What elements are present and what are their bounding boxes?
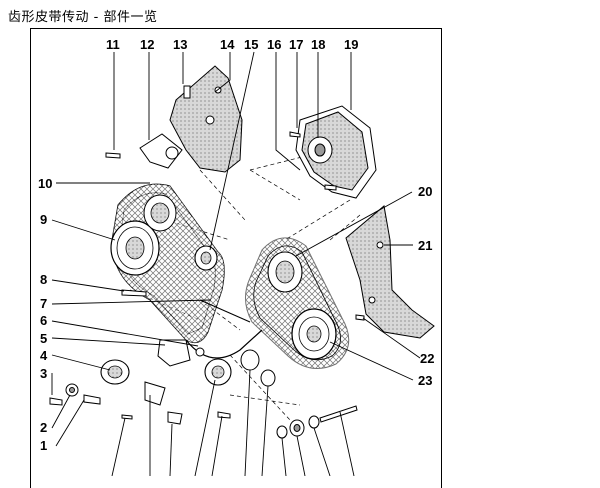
label-21: 21 bbox=[418, 238, 432, 253]
belt-tensioner bbox=[100, 339, 205, 406]
leader-lines bbox=[51, 51, 421, 476]
label-1: 1 bbox=[40, 438, 47, 453]
diagram-frame bbox=[30, 28, 442, 488]
label-12: 12 bbox=[140, 37, 154, 52]
water-pump bbox=[289, 105, 377, 199]
label-18: 18 bbox=[311, 37, 325, 52]
camshaft-pulley-right bbox=[267, 251, 337, 360]
label-22: 22 bbox=[420, 351, 434, 366]
engine-bracket bbox=[105, 65, 243, 173]
label-7: 7 bbox=[40, 296, 47, 311]
label-6: 6 bbox=[40, 313, 47, 328]
camshaft-pulley-left bbox=[110, 194, 177, 276]
idler-roller bbox=[194, 245, 218, 271]
label-10: 10 bbox=[38, 176, 52, 191]
crankshaft-sprocket bbox=[204, 349, 276, 387]
label-15: 15 bbox=[244, 37, 258, 52]
label-4: 4 bbox=[40, 348, 48, 363]
label-8: 8 bbox=[40, 272, 47, 287]
label-14: 14 bbox=[220, 37, 235, 52]
label-2: 2 bbox=[40, 420, 47, 435]
label-3: 3 bbox=[40, 366, 47, 381]
label-13: 13 bbox=[173, 37, 187, 52]
exploded-view-diagram: 11 12 13 14 15 16 17 18 19 10 20 9 21 8 … bbox=[38, 37, 435, 476]
bolts-left bbox=[49, 289, 231, 425]
label-5: 5 bbox=[40, 331, 47, 346]
label-20: 20 bbox=[418, 184, 432, 199]
label-11: 11 bbox=[106, 37, 120, 52]
part-labels: 11 12 13 14 15 16 17 18 19 10 20 9 21 8 … bbox=[38, 37, 434, 453]
page-title: 齿形皮带传动 - 部件一览 bbox=[8, 10, 158, 25]
label-16: 16 bbox=[267, 37, 281, 52]
label-9: 9 bbox=[40, 212, 47, 227]
label-19: 19 bbox=[344, 37, 358, 52]
label-23: 23 bbox=[418, 373, 432, 388]
label-17: 17 bbox=[289, 37, 303, 52]
timing-belt-cover bbox=[345, 205, 435, 339]
